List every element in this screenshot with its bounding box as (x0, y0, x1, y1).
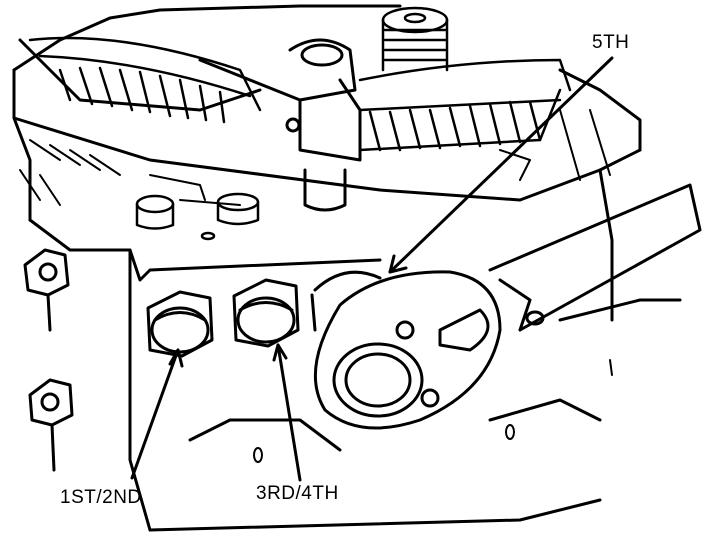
gear-right (358, 58, 572, 152)
shift-lever (198, 38, 362, 212)
callout-1st-2nd: 1ST/2ND (60, 487, 142, 508)
ring-gear-left (28, 36, 262, 124)
wrench (313, 183, 702, 430)
callout-3rd-4th: 3RD/4TH (256, 483, 339, 504)
leader-arrows (130, 56, 614, 482)
side-bolts (23, 248, 74, 472)
callout-5th: 5TH (592, 32, 630, 53)
detent-plug-3rd-4th (232, 278, 300, 348)
threaded-hub (381, 6, 449, 72)
detent-plug-5th (310, 270, 382, 332)
transmission-housing (12, 4, 682, 532)
detent-plug-1st-2nd (146, 290, 214, 358)
housing-ribs (19, 109, 611, 206)
housing-details (253, 359, 613, 463)
top-plugs (135, 192, 260, 241)
